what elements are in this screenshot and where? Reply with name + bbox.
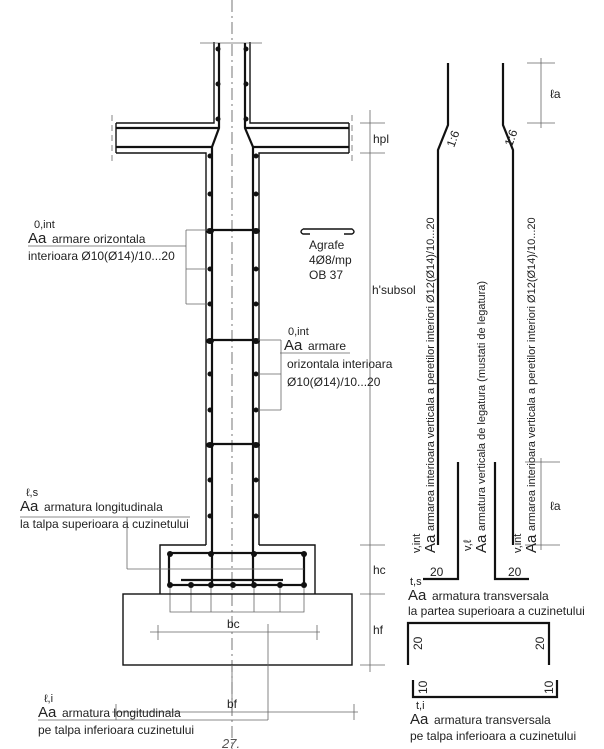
- slope-right: 1:6: [502, 127, 521, 148]
- hook-right: 20: [508, 565, 522, 579]
- pile-cap: [127, 540, 316, 613]
- svg-text:Aa: Aa: [408, 587, 427, 604]
- svg-text:v,int: v,int: [512, 534, 524, 553]
- label-horizontal-reinforcement-2: 0,int Aa armare orizontala interioara Ø1…: [258, 326, 393, 411]
- svg-text:Aa: Aa: [38, 704, 57, 721]
- dim-la-bottom: ℓa: [550, 499, 561, 513]
- svg-text:armatura longitudinala: armatura longitudinala: [44, 500, 163, 514]
- svg-text:v,ℓ: v,ℓ: [462, 539, 474, 551]
- transverse-bottom-bar: [411, 680, 559, 699]
- dim-hsubsol: h'subsol: [372, 283, 416, 297]
- dim-hc: hc: [373, 563, 386, 577]
- label-longitudinal-top: ℓ,s Aa armatura longitudinala la talpa s…: [20, 487, 190, 569]
- dim-la-top: ℓa: [550, 87, 561, 101]
- trans-top-left: 20: [411, 636, 425, 650]
- label-transverse-bottom: t,i Aa armatura transversala pe talpa in…: [410, 700, 576, 743]
- label-ties: Agrafe 4Ø8/mp OB 37: [300, 228, 355, 282]
- svg-text:Aa: Aa: [422, 534, 439, 553]
- trans-bottom-left: 10: [416, 680, 430, 694]
- svg-text:armare orizontala: armare orizontala: [52, 232, 146, 246]
- label-vertical-interior-2: v,int Aa armarea interioara verticala a …: [512, 217, 540, 553]
- svg-text:armatura verticala de legatura: armatura verticala de legatura (mustati …: [476, 281, 488, 531]
- dimension-lines: [112, 110, 385, 720]
- svg-text:armatura transversala: armatura transversala: [432, 589, 549, 603]
- label-longitudinal-bottom: ℓ,i Aa armatura longitudinala pe talpa i…: [38, 624, 269, 737]
- svg-text:ℓ,s: ℓ,s: [26, 487, 39, 499]
- svg-text:orizontala interioara: orizontala interioara: [287, 357, 393, 371]
- trans-top-right: 20: [533, 636, 547, 650]
- svg-text:armare: armare: [308, 339, 346, 353]
- svg-text:0,int: 0,int: [288, 326, 309, 338]
- label-vertical-interior-1: v,int Aa armarea interioara verticala a …: [411, 217, 439, 553]
- svg-text:Ø10(Ø14)/10...20: Ø10(Ø14)/10...20: [287, 375, 381, 389]
- vertical-bar-details: [423, 58, 560, 581]
- horizontal-ties: [206, 228, 260, 448]
- svg-text:t,s: t,s: [410, 576, 422, 588]
- dim-bc: bc: [227, 617, 240, 631]
- hook-left: 20: [430, 565, 444, 579]
- label-vertical-connection: v,ℓ Aa armatura verticala de legatura (m…: [462, 281, 490, 553]
- label-transverse-top: t,s Aa armatura transversala la partea s…: [408, 576, 585, 618]
- svg-text:interioara Ø10(Ø14)/10...20: interioara Ø10(Ø14)/10...20: [28, 249, 175, 263]
- svg-text:pe talpa inferioara a cuzinetu: pe talpa inferioara a cuzinetului: [410, 729, 576, 743]
- dim-bf: bf: [227, 697, 238, 711]
- svg-text:OB 37: OB 37: [309, 268, 343, 282]
- svg-text:armatura transversala: armatura transversala: [434, 713, 551, 727]
- tie-hook-icon: [300, 228, 355, 235]
- slope-left: 1:6: [444, 128, 463, 149]
- svg-text:Agrafe: Agrafe: [309, 238, 345, 252]
- footing: [122, 593, 353, 666]
- svg-text:armatura longitudinala: armatura longitudinala: [62, 706, 181, 720]
- svg-text:armarea interioara verticala a: armarea interioara verticala a peretilor…: [425, 217, 437, 531]
- svg-text:Aa: Aa: [410, 711, 429, 728]
- longitudinal-bars: [207, 46, 259, 519]
- svg-text:armarea interioara verticala a: armarea interioara verticala a peretilor…: [526, 217, 538, 531]
- svg-text:ℓ,i: ℓ,i: [44, 693, 53, 705]
- svg-text:Aa: Aa: [523, 534, 540, 553]
- svg-text:pe talpa inferioara cuzinetulu: pe talpa inferioara cuzinetului: [38, 723, 194, 737]
- svg-text:Aa: Aa: [473, 534, 490, 553]
- svg-text:Aa: Aa: [284, 337, 303, 354]
- svg-text:la talpa superioara a cuzinetu: la talpa superioara a cuzinetului: [20, 517, 189, 531]
- svg-text:la partea superioara a cuzinet: la partea superioara a cuzinetului: [408, 604, 585, 618]
- svg-text:4Ø8/mp: 4Ø8/mp: [309, 253, 352, 267]
- svg-text:t,i: t,i: [416, 700, 425, 712]
- label-horizontal-reinforcement-1: 0,int Aa armare orizontala interioara Ø1…: [28, 219, 208, 305]
- svg-text:Aa: Aa: [28, 230, 47, 247]
- page-number: 27.: [221, 736, 240, 749]
- trans-bottom-right: 10: [542, 680, 556, 694]
- dim-hf: hf: [373, 623, 384, 637]
- svg-text:0,int: 0,int: [34, 219, 55, 231]
- svg-text:v,int: v,int: [411, 534, 423, 553]
- svg-text:Aa: Aa: [20, 498, 39, 515]
- dim-hpl: hpl: [373, 132, 389, 146]
- transverse-top-bar: [406, 621, 551, 665]
